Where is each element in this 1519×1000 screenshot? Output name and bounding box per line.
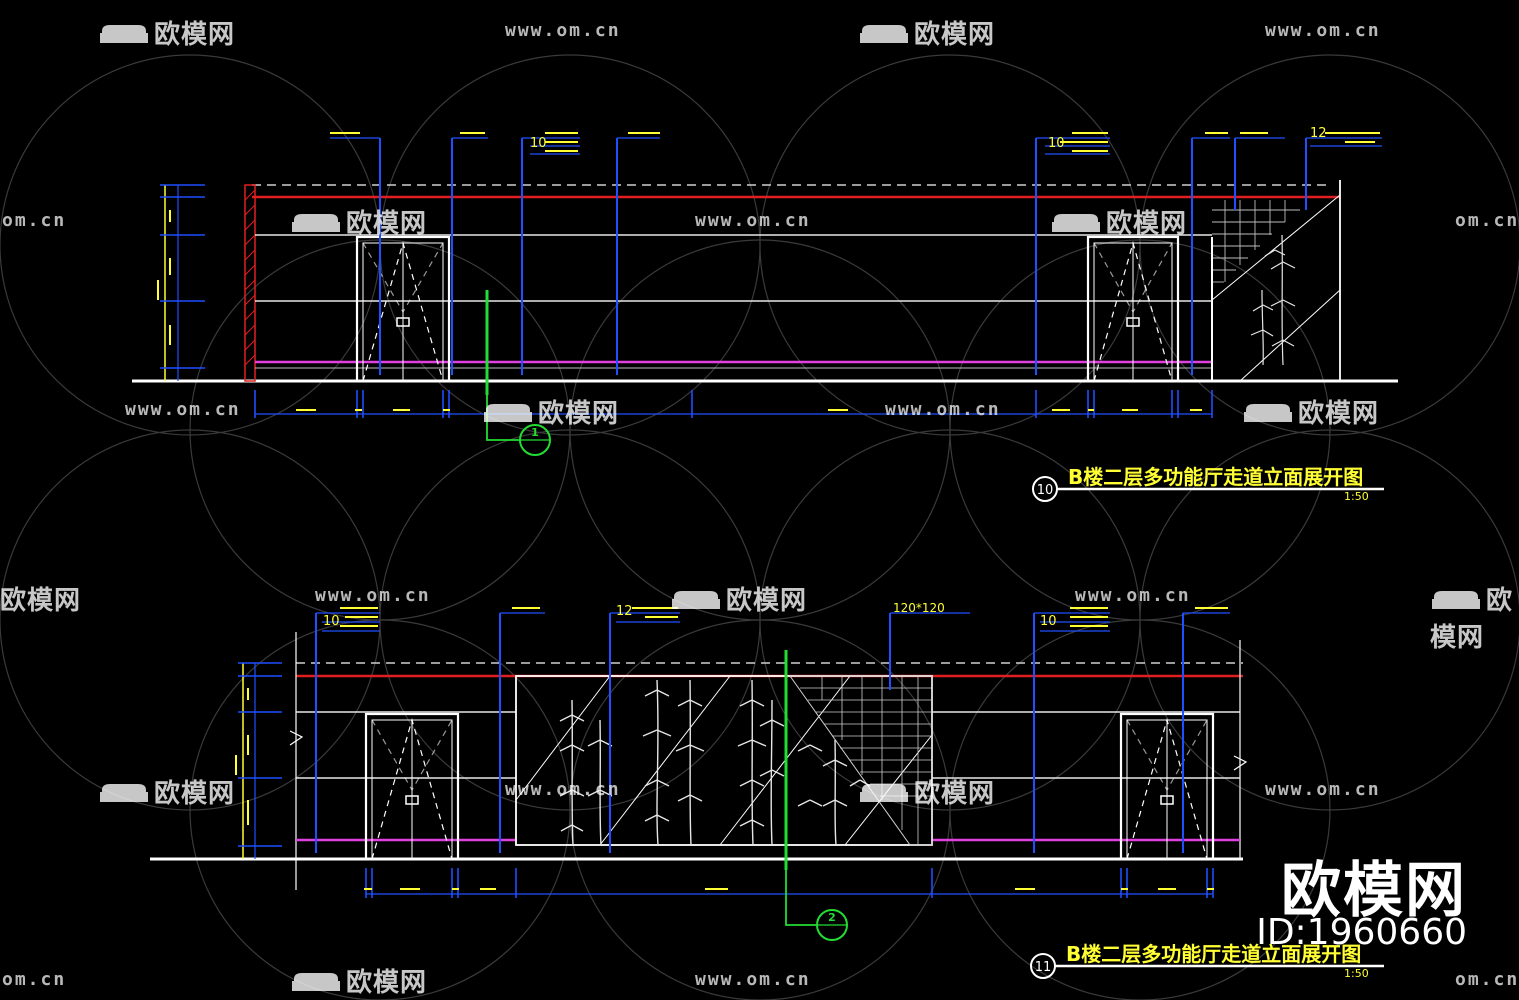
sofa-logo-icon: [1242, 401, 1294, 423]
drawing-scale: 1:50: [1344, 967, 1369, 980]
watermark-brand-text: 欧模网: [1106, 209, 1188, 239]
door-left-2: [364, 712, 460, 861]
sofa-logo-icon: [1050, 211, 1102, 233]
right-break-mark: [1233, 755, 1248, 771]
sofa-logo-icon: [290, 211, 342, 233]
annotation-dashes-bottom: [340, 607, 1228, 627]
watermark-url: www.om.cn: [125, 399, 241, 420]
vertical-dimension-bottom: [235, 662, 282, 859]
sofa-logo-icon: [858, 781, 910, 803]
watermark-brand-text: 欧模网: [914, 779, 996, 809]
grille-pattern: [789, 675, 933, 846]
leader-lines-top: [330, 137, 1382, 375]
watermark-url: www.om.cn: [505, 779, 621, 800]
watermark-url: om.cn: [2, 969, 67, 990]
watermark-url: www.om.cn: [315, 585, 431, 606]
section-mark-number: 1: [531, 426, 539, 439]
drawing-scale: 1:50: [1344, 490, 1369, 503]
watermark-url: www.om.cn: [1265, 20, 1381, 41]
left-wall-hatch: [244, 189, 256, 366]
drawing-number: 11: [1035, 960, 1052, 975]
watermark-brand: 欧模网: [290, 203, 427, 240]
watermark-brand: 欧模网: [98, 14, 235, 51]
wall-panel-lines: [255, 234, 1212, 302]
drawing-title-11: 11 B楼二层多功能厅走道立面展开图 1:50: [1030, 942, 1384, 980]
watermark-brand-text: 欧模网: [914, 20, 996, 50]
sofa-logo-icon: [98, 22, 150, 44]
door-right: [1086, 235, 1180, 383]
watermark-url: www.om.cn: [885, 399, 1001, 420]
bamboo-feature: [559, 679, 871, 846]
annotation-number: 10: [530, 136, 547, 151]
watermark-brand-text: 欧模网: [154, 20, 236, 50]
watermark-url: www.om.cn: [1075, 585, 1191, 606]
leader-lines-bottom: [315, 612, 1230, 853]
watermark-arcs: [0, 54, 1519, 1000]
sofa-logo-icon: [98, 781, 150, 803]
watermark-brand: 欧模网: [858, 773, 995, 810]
elevation-drawing-11: 2 11 B楼二层多功能厅走道立面展开图 1:50: [150, 607, 1384, 980]
horizontal-dimension-top: [254, 390, 1213, 418]
watermark-url: www.om.cn: [1265, 779, 1381, 800]
watermark-brand: 欧模网: [670, 580, 807, 617]
watermark-brand-text: 欧模网: [726, 586, 808, 616]
watermark-url: www.om.cn: [505, 20, 621, 41]
watermark-url: om.cn: [1455, 969, 1519, 990]
watermark-brand-text: 欧模网: [346, 209, 428, 239]
watermark-brand-text: 欧模网: [538, 399, 620, 429]
annotation-number: 12: [1310, 126, 1327, 141]
watermark-brand: 欧模网: [858, 14, 995, 51]
drawing-title-text: B楼二层多功能厅走道立面展开图: [1068, 465, 1363, 489]
annotation-grille-size: 120*120: [893, 601, 945, 615]
sofa-logo-icon: [1430, 588, 1482, 610]
watermark-url: om.cn: [2, 210, 67, 231]
section-mark-number: 2: [828, 911, 836, 924]
door-left: [355, 235, 451, 383]
horizontal-dimension-bottom: [364, 868, 1214, 898]
elevation-drawing-10: 1 10 B楼二层多功能厅走道立面展开图 1:50: [132, 132, 1398, 503]
annotation-number: 10: [1040, 614, 1057, 629]
annotation-number: 10: [1048, 136, 1065, 151]
watermark-url: www.om.cn: [695, 969, 811, 990]
annotation-number: 10: [323, 614, 340, 629]
watermark-brand-text: 欧模网: [1298, 399, 1380, 429]
watermark-brand: 欧模网: [290, 962, 427, 999]
drawing-title-text: B楼二层多功能厅走道立面展开图: [1066, 942, 1361, 966]
watermark-brand: 欧模网: [0, 586, 82, 616]
annotation-numbers: 10 10 12 10 12 10 120*120: [323, 126, 1327, 629]
watermark-brand: 欧模网: [98, 773, 235, 810]
watermark-brand-text: 欧模网: [154, 779, 236, 809]
vertical-dimension-top: [157, 184, 205, 381]
stamp-brand: 欧模网: [1281, 856, 1467, 926]
sofa-logo-icon: [670, 588, 722, 610]
watermark-url: om.cn: [1455, 210, 1519, 231]
watermark-brand-text: 欧模网: [1430, 586, 1514, 653]
brick-hatch-area: [1212, 200, 1300, 283]
watermark-brand-text: 欧模网: [346, 968, 428, 998]
watermark-brand: 欧模网: [1430, 580, 1519, 654]
annotation-number: 12: [616, 604, 633, 619]
drawing-title-10: 10 B楼二层多功能厅走道立面展开图 1:50: [1032, 465, 1384, 503]
left-wall-section: [244, 184, 256, 382]
annotation-dashes-top: [330, 132, 1380, 152]
watermark-brand: 欧模网: [1050, 203, 1187, 240]
sofa-logo-icon: [290, 970, 342, 992]
drawing-number: 10: [1037, 483, 1054, 498]
section-marker-2: 2: [784, 650, 848, 941]
left-break-mark: [289, 730, 304, 746]
wall-panel-lines-2: [296, 711, 1240, 779]
watermark-brand: 欧模网: [482, 393, 619, 430]
door-right-2: [1119, 712, 1215, 861]
bamboo-right: [1250, 234, 1296, 366]
sofa-logo-icon: [858, 22, 910, 44]
glass-diagonals: [1211, 194, 1341, 382]
watermark-url: www.om.cn: [695, 210, 811, 231]
sofa-logo-icon: [482, 401, 534, 423]
stamp-id: ID:1960660: [1256, 912, 1467, 953]
watermark-brand: 欧模网: [1242, 393, 1379, 430]
